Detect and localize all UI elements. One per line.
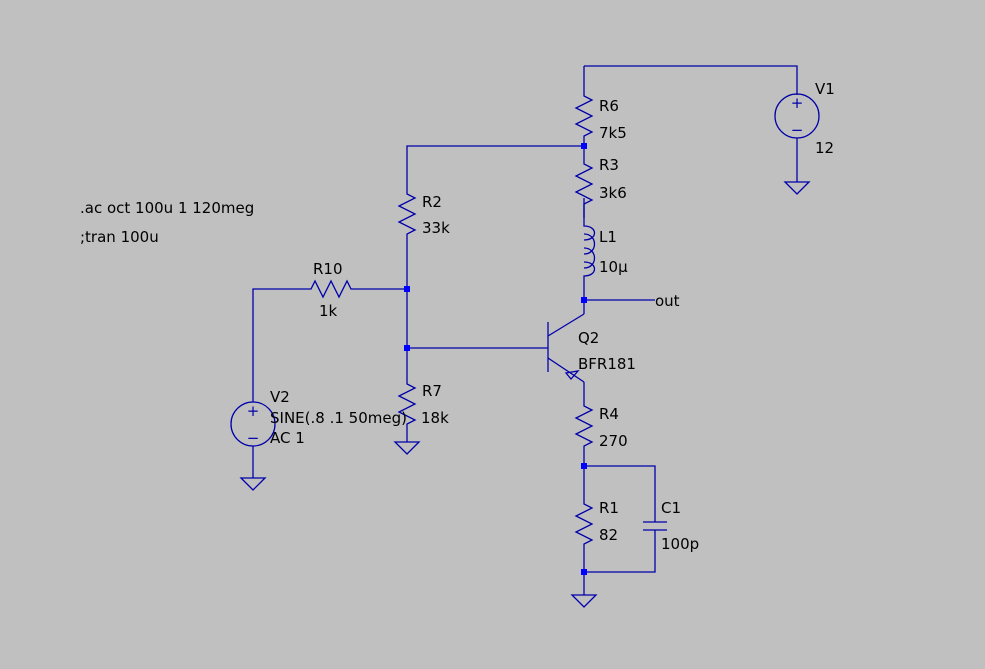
junctions bbox=[404, 143, 587, 575]
r1-name: R1 bbox=[599, 499, 619, 517]
transistor-q2[interactable] bbox=[547, 313, 585, 383]
r1-value: 82 bbox=[599, 526, 618, 544]
r3-name: R3 bbox=[599, 156, 619, 174]
junction-dot bbox=[581, 297, 587, 303]
wires bbox=[252, 65, 798, 595]
ground-icon[interactable] bbox=[570, 594, 598, 608]
c1-name: C1 bbox=[661, 499, 681, 517]
c1-value: 100p bbox=[661, 535, 699, 553]
junction-dot bbox=[581, 463, 587, 469]
voltage-source-v1[interactable]: + − bbox=[774, 93, 820, 139]
resistor-r10[interactable] bbox=[305, 279, 355, 299]
voltage-source-v2[interactable]: + − bbox=[230, 401, 276, 447]
r7-name: R7 bbox=[422, 382, 442, 400]
wire-vcc[interactable] bbox=[583, 65, 798, 95]
r4-value: 270 bbox=[599, 432, 628, 450]
r7-value: 18k bbox=[421, 409, 449, 427]
svg-text:+: + bbox=[791, 94, 804, 112]
q2-name: Q2 bbox=[578, 329, 599, 347]
out-label: out bbox=[655, 292, 680, 310]
r10-name: R10 bbox=[313, 260, 343, 278]
ac-directive[interactable]: .ac oct 100u 1 120meg bbox=[80, 199, 254, 217]
junction-dot bbox=[581, 143, 587, 149]
ground-icon[interactable] bbox=[393, 441, 421, 455]
r2-name: R2 bbox=[422, 193, 442, 211]
capacitor-c1[interactable] bbox=[643, 521, 667, 531]
svg-text:−: − bbox=[247, 429, 260, 447]
labels: R6 7k5 R3 3k6 L1 10µ out Q2 BFR181 R4 27… bbox=[80, 80, 835, 553]
v2-value: SINE(.8 .1 50meg) bbox=[270, 409, 407, 427]
resistor-r3[interactable] bbox=[574, 158, 594, 218]
wire-r10-left[interactable] bbox=[252, 288, 305, 402]
r2-value: 33k bbox=[422, 219, 450, 237]
tran-directive[interactable]: ;tran 100u bbox=[80, 228, 159, 246]
junction-dot bbox=[581, 569, 587, 575]
ground-icon[interactable] bbox=[783, 181, 811, 195]
inductor-l1[interactable] bbox=[583, 218, 596, 281]
r6-name: R6 bbox=[599, 97, 619, 115]
v2-ac: AC 1 bbox=[270, 429, 305, 447]
wire-c1-gnd[interactable] bbox=[584, 530, 656, 573]
resistor-r2[interactable] bbox=[397, 186, 417, 238]
resistor-r4[interactable] bbox=[574, 398, 594, 450]
v1-value: 12 bbox=[815, 139, 834, 157]
r3-value: 3k6 bbox=[599, 184, 627, 202]
v2-name: V2 bbox=[270, 388, 290, 406]
v1-name: V1 bbox=[815, 80, 835, 98]
resistor-r1[interactable] bbox=[574, 498, 594, 550]
ground-icon[interactable] bbox=[239, 477, 267, 491]
resistor-r7[interactable] bbox=[397, 378, 417, 430]
wire-node-c1[interactable] bbox=[584, 465, 656, 522]
r4-name: R4 bbox=[599, 405, 619, 423]
l1-name: L1 bbox=[599, 228, 617, 246]
l1-value: 10µ bbox=[599, 258, 628, 276]
r6-value: 7k5 bbox=[599, 124, 627, 142]
svg-text:−: − bbox=[791, 121, 804, 139]
junction-dot bbox=[404, 286, 410, 292]
q2-value: BFR181 bbox=[578, 355, 636, 373]
r10-value: 1k bbox=[319, 302, 338, 320]
resistor-r6[interactable] bbox=[574, 88, 594, 140]
junction-dot bbox=[404, 345, 410, 351]
svg-text:+: + bbox=[247, 402, 260, 420]
wire-node-r2[interactable] bbox=[406, 145, 584, 186]
